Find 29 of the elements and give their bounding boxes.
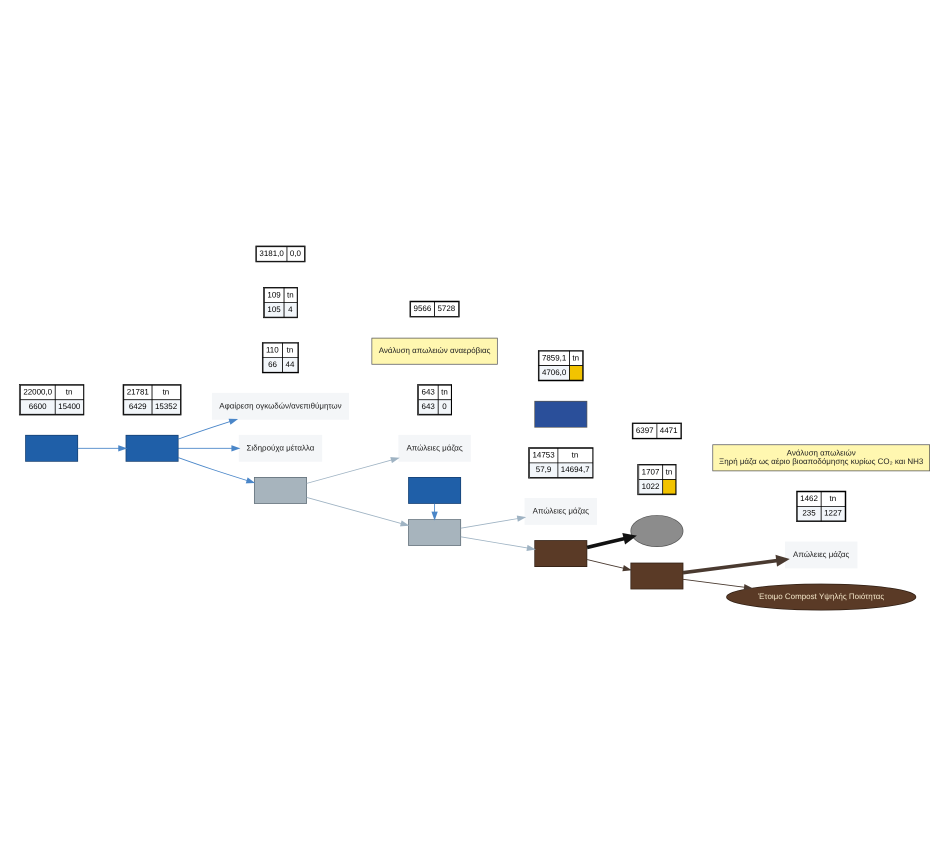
arrow: [460, 536, 536, 552]
node-box: [126, 434, 179, 462]
node-box: [408, 519, 462, 546]
node-box: [254, 477, 307, 504]
arrow: [306, 457, 400, 484]
arrow: [431, 503, 438, 521]
node-box: Ανάλυση απωλειών Ξηρή μάζα ως αέριο βιοαποδόμησης κυρίως CO₂ και NH3: [712, 444, 930, 472]
arrow: [586, 559, 632, 572]
arrow: [178, 445, 240, 452]
arrow: [682, 578, 753, 590]
node-box: [534, 540, 588, 567]
arrow: [178, 457, 256, 484]
node-box: [408, 477, 462, 504]
node-box: Απώλειες μάζας: [524, 498, 598, 525]
arrow: [178, 418, 238, 440]
arrow: [306, 497, 410, 526]
arrow: [586, 532, 637, 550]
node-box: [534, 400, 588, 428]
node-box: Απώλειες μάζας: [784, 542, 858, 568]
node-ellipse: [630, 515, 684, 547]
node-box: Ανάλυση απωλειών αναερόβιας: [372, 338, 498, 365]
node-box: Σιδηρούχα μέταλλα: [238, 434, 322, 462]
node-box: [25, 434, 78, 462]
node-box: [630, 562, 684, 590]
node-box: Απώλειες μάζας: [398, 434, 471, 462]
arrow: [682, 554, 790, 575]
arrow: [77, 445, 128, 452]
arrow: [460, 516, 526, 529]
node-box: Αφαίρεση ογκωδών/ανεπιθύμητων: [212, 392, 349, 420]
